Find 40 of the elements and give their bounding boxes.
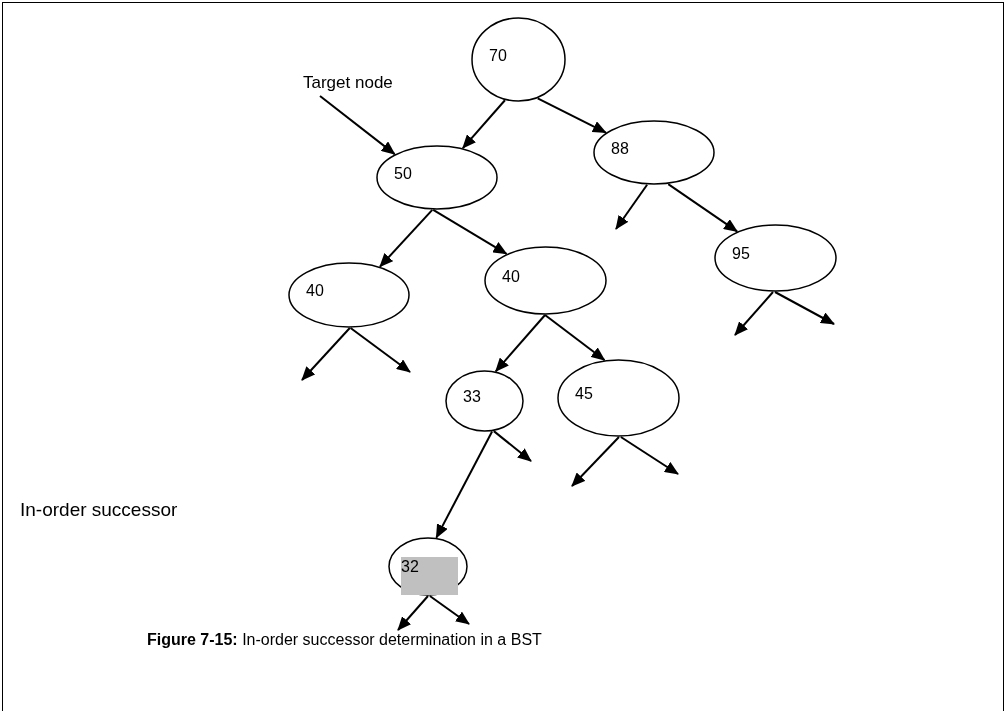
annotation-text: Target node	[303, 72, 393, 94]
arrow	[734, 290, 774, 336]
arrow	[379, 208, 434, 268]
arrow	[544, 314, 606, 362]
arrow	[349, 327, 411, 373]
arrow	[301, 327, 351, 381]
node-value: 40	[306, 281, 324, 301]
node-value: 88	[611, 138, 629, 159]
node-value: 70	[489, 45, 507, 66]
annotation-text: In-order successor	[20, 498, 178, 522]
arrow	[667, 183, 739, 233]
figure-caption: Figure 7-15: In-order successor determination in a BST	[147, 630, 542, 650]
tree-node	[471, 17, 566, 102]
node-value: 40	[502, 266, 520, 287]
arrow	[428, 594, 470, 625]
node-value: 50	[394, 163, 412, 184]
arrow	[536, 97, 607, 134]
tree-node	[557, 359, 680, 437]
arrow	[397, 595, 429, 631]
tree-node	[714, 224, 837, 292]
node-value: 45	[575, 384, 593, 404]
arrow	[432, 208, 508, 255]
node-value: 33	[463, 387, 481, 407]
tree-node	[593, 120, 715, 185]
arrow	[319, 95, 396, 156]
arrow	[461, 99, 506, 150]
tree-node	[288, 262, 410, 328]
tree-node	[376, 145, 498, 210]
tree-node	[445, 370, 524, 432]
arrow	[774, 291, 835, 325]
tree-node	[388, 537, 468, 596]
tree-node	[484, 246, 607, 315]
arrow	[619, 435, 679, 475]
arrow	[571, 436, 620, 487]
arrow	[492, 430, 532, 462]
highlighted-value: 32	[401, 557, 458, 595]
node-value: 95	[732, 244, 750, 264]
arrow	[494, 314, 547, 373]
arrow	[435, 430, 494, 539]
arrow	[615, 183, 649, 230]
